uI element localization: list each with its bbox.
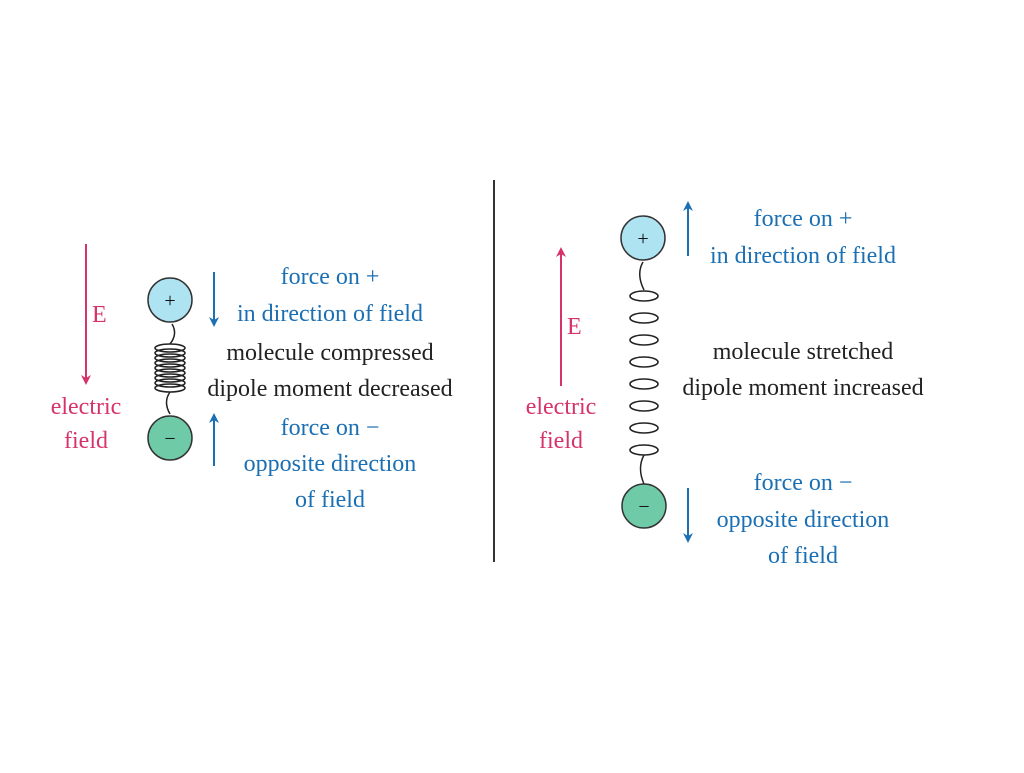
right-molecule-line2: dipole moment increased	[682, 375, 923, 401]
left-panel: E electric field + −	[51, 244, 453, 513]
left-force-positive-line1: force on +	[281, 264, 380, 290]
left-negative-ball	[147, 415, 193, 461]
left-force-negative-line3: of field	[295, 487, 365, 513]
right-field-symbol: E	[567, 314, 582, 340]
left-positive-ball	[147, 277, 193, 323]
right-spring-lead-bottom	[639, 454, 645, 485]
right-field-label-line2: field	[539, 428, 583, 454]
left-field-label-line2: field	[64, 428, 108, 454]
right-negative-ball	[621, 483, 667, 529]
right-spring-lead-top	[639, 261, 645, 291]
left-compressed-spring	[154, 343, 186, 393]
left-molecule-line2: dipole moment decreased	[207, 376, 452, 402]
right-force-positive-line1: force on +	[754, 206, 853, 232]
left-molecule: + −	[147, 277, 193, 461]
right-negative-sign: −	[638, 496, 649, 518]
left-positive-sign: +	[164, 290, 175, 312]
left-force-positive-line2: in direction of field	[237, 301, 423, 327]
right-molecule: + −	[620, 215, 667, 529]
left-spring-lead-top	[169, 323, 176, 345]
right-force-negative-line2: opposite direction	[717, 507, 890, 533]
right-panel: E electric field + − for	[526, 201, 924, 569]
left-field-symbol: E	[92, 302, 107, 328]
left-negative-sign: −	[164, 428, 175, 450]
right-positive-sign: +	[637, 228, 648, 250]
left-force-negative-line1: force on −	[281, 415, 380, 441]
left-field-label-line1: electric	[51, 394, 122, 420]
left-spring-lead-bottom	[165, 391, 171, 415]
right-stretched-spring	[629, 290, 659, 456]
right-force-negative-line1: force on −	[754, 470, 853, 496]
right-field-label-line1: electric	[526, 394, 597, 420]
left-force-negative-line2: opposite direction	[244, 451, 417, 477]
right-force-positive-line2: in direction of field	[710, 243, 896, 269]
left-molecule-line1: molecule compressed	[226, 340, 433, 366]
right-molecule-line1: molecule stretched	[713, 339, 894, 365]
right-positive-ball	[620, 215, 666, 261]
right-force-negative-line3: of field	[768, 543, 838, 569]
